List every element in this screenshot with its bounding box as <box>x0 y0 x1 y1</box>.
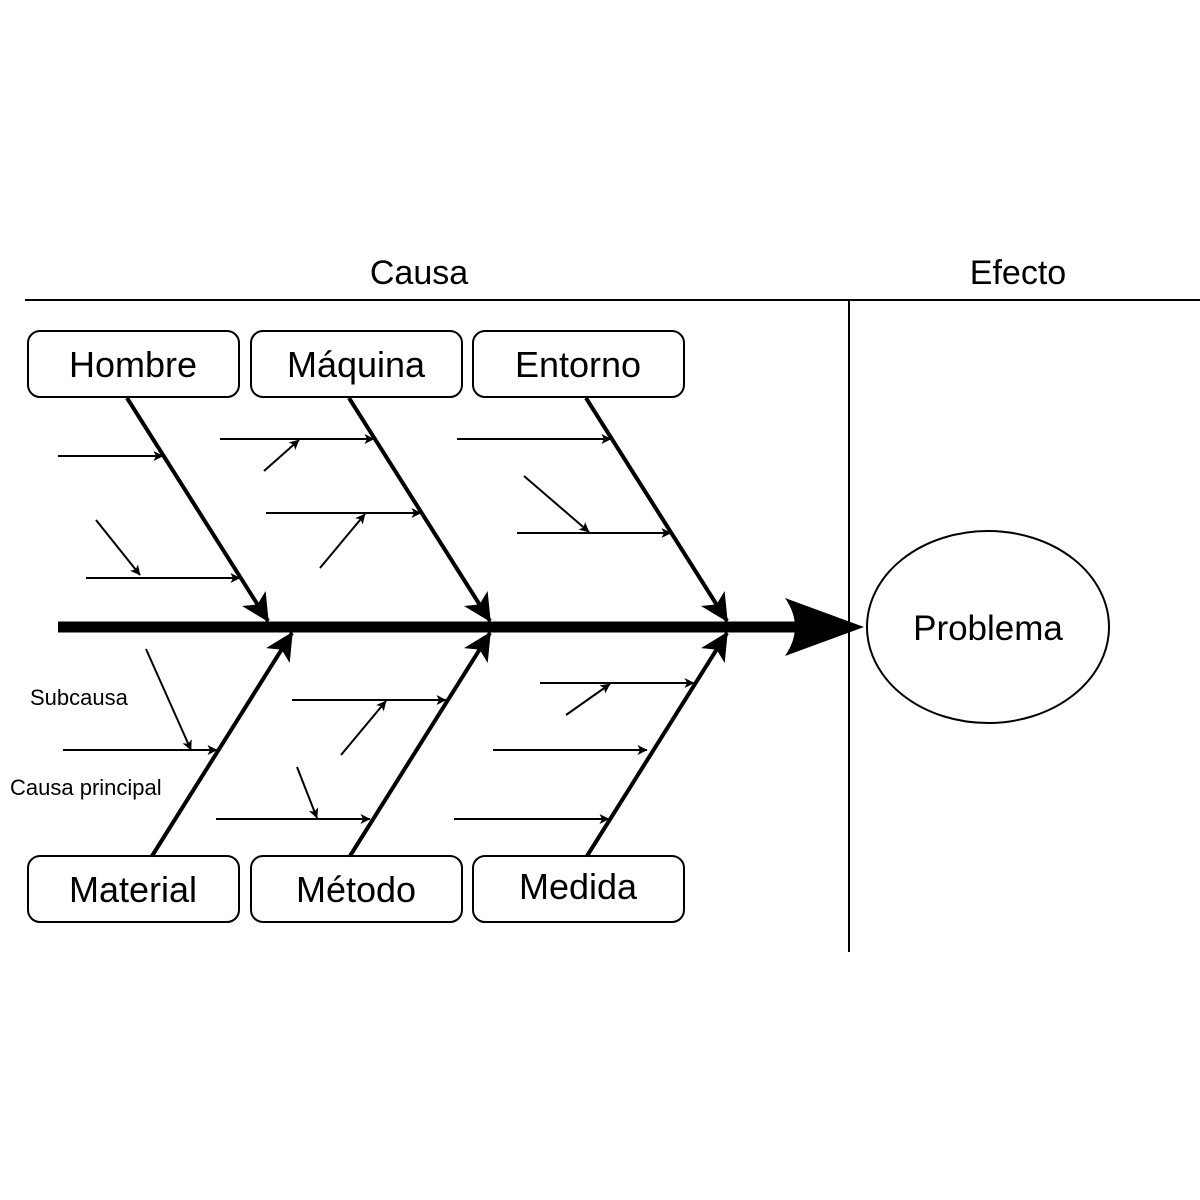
main-bone-entorno <box>584 396 729 623</box>
category-label-maquina: Máquina <box>287 344 426 385</box>
category-box-metodo <box>250 855 463 923</box>
effect-label: Problema <box>913 609 1063 648</box>
main-bone-maquina <box>347 396 492 623</box>
main-cause-annotation: Causa principal <box>10 775 162 800</box>
category-box-maquina <box>250 330 463 398</box>
sub-subcause-arrow <box>565 683 611 716</box>
sub-subcause-arrow <box>145 648 192 751</box>
category-label-metodo: Método <box>296 869 416 910</box>
category-label-material: Material <box>69 869 197 910</box>
sub-subcause-arrow <box>319 513 366 569</box>
main-bone-material <box>150 631 294 858</box>
sub-subcause-arrow <box>340 700 387 756</box>
effect-ellipse <box>866 530 1110 724</box>
main-bone-medida <box>585 631 729 858</box>
sub-subcause-arrow <box>95 519 141 576</box>
category-label-medida: Medida <box>519 866 638 907</box>
category-box-entorno <box>472 330 685 398</box>
effect-header: Efecto <box>970 254 1066 292</box>
category-label-hombre: Hombre <box>69 344 197 385</box>
category-box-material <box>27 855 240 923</box>
subcause-annotation: Subcausa <box>30 685 129 710</box>
category-label-entorno: Entorno <box>515 344 641 385</box>
category-box-medida <box>472 855 685 923</box>
sub-subcause-arrow <box>296 766 319 819</box>
spine-arrowhead <box>785 598 864 656</box>
main-bone-hombre <box>125 396 270 623</box>
cause-header: Causa <box>370 254 468 292</box>
main-bone-metodo <box>348 631 492 858</box>
category-box-hombre <box>27 330 240 398</box>
sub-subcause-arrow <box>523 475 590 533</box>
sub-subcause-arrow <box>263 439 300 472</box>
